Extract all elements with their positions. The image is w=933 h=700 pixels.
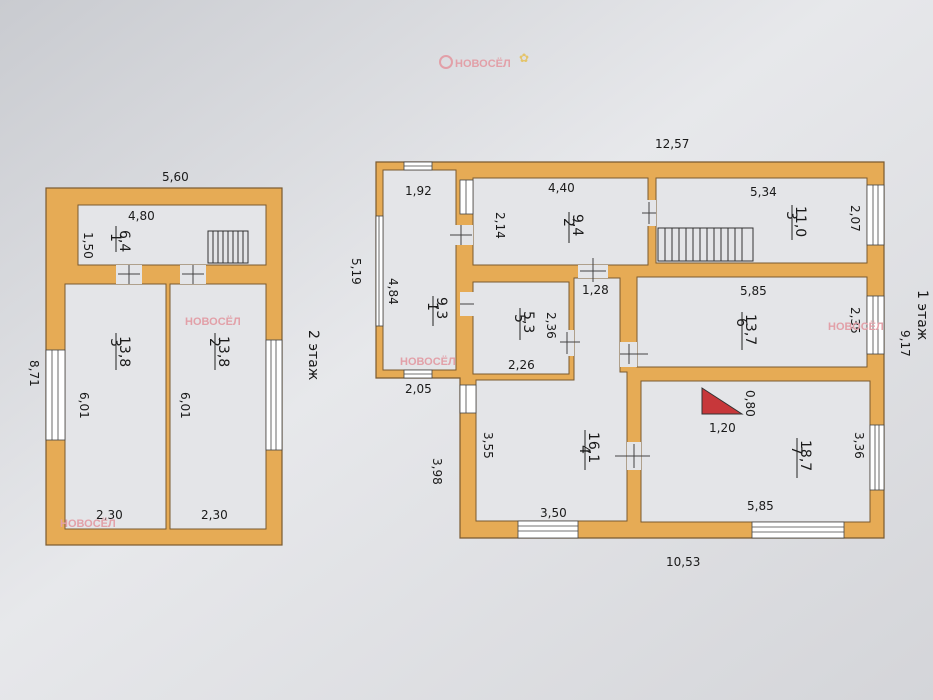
- svg-text:НОВОСЁЛ: НОВОСЁЛ: [400, 355, 456, 368]
- floor2-room1-width: 4,80: [128, 209, 155, 223]
- floor1-room1-num: 1: [424, 302, 440, 311]
- svg-text:НОВОСЁЛ: НОВОСЁЛ: [60, 517, 116, 530]
- floor1-height-left-lower: 3,98: [430, 458, 444, 485]
- svg-text:НОВОСЁЛ: НОВОСЁЛ: [185, 315, 241, 328]
- floor1-room4-num: 4: [576, 445, 592, 454]
- floor2-window-right: [265, 339, 283, 451]
- floor1-room1-dim-b: 4,84: [386, 278, 400, 305]
- floor1-room5-area: 5,3: [520, 311, 536, 333]
- floor1-window-room6: [866, 295, 885, 355]
- floor2-room3-width: 2,30: [96, 508, 123, 522]
- floor1-room2-dim-a: 4,40: [548, 181, 575, 195]
- floor1-room5-dim-c: 1,28: [582, 283, 609, 297]
- floor1-window-room7-bottom: [751, 521, 845, 539]
- floor2-room1-area: 6,4: [116, 230, 132, 252]
- floor2-room1-num: 1: [107, 233, 123, 242]
- floor2-room2-num: 2: [206, 338, 222, 347]
- floor1-room3-area: 11,0: [792, 206, 808, 237]
- watermark-floor2: НОВОСЁЛ НОВОСЁЛ: [60, 315, 241, 530]
- floor1-room5-num: 5: [511, 314, 527, 323]
- triangle-dim-b: 1,20: [709, 421, 736, 435]
- triangle-marker: [701, 387, 744, 415]
- floor1-height-right: 9,17: [898, 330, 912, 357]
- floor1-room-7: [640, 380, 871, 523]
- svg-text:НОВОСЁЛ: НОВОСЁЛ: [455, 57, 511, 70]
- floor1-room3-num: 3: [783, 211, 799, 220]
- watermark-floor1: НОВОСЁЛ НОВОСЁЛ: [400, 320, 884, 368]
- floor2-stairs-icon: [207, 230, 249, 264]
- floor2-room3-num: 3: [107, 338, 123, 347]
- floor2-room3-length: 6,01: [77, 392, 91, 419]
- floor1-room4-area: 16,1: [585, 432, 601, 463]
- floor1-width-top: 12,57: [655, 137, 689, 151]
- floor1-room-6: [636, 276, 868, 368]
- floor1-room1-dim-c: 2,05: [405, 382, 432, 396]
- svg-text:✿: ✿: [519, 51, 529, 65]
- floor2-room-3: [64, 283, 167, 530]
- floor1-room3-dim-a: 5,34: [750, 185, 777, 199]
- floor1-window-room2: [459, 179, 474, 215]
- floor1-room6-num: 6: [733, 318, 749, 327]
- floor2-overall-width: 5,60: [162, 170, 189, 184]
- floor1-room2-dim-b: 2,14: [493, 212, 507, 239]
- floor2-room3-area: 13,8: [116, 336, 132, 367]
- floor1-room7-num: 7: [788, 446, 804, 455]
- floor1-window-room4-left: [459, 384, 477, 414]
- floor1-room4-dim-b: 3,50: [540, 506, 567, 520]
- floor1-room1-dim-a: 1,92: [405, 184, 432, 198]
- floor2-window-left: [45, 349, 66, 441]
- floor1-room5-dim-b: 2,26: [508, 358, 535, 372]
- floor1-room1-area: 9,3: [433, 297, 449, 319]
- floor1-window-room3: [866, 184, 885, 246]
- floor1-room-1: [382, 169, 457, 371]
- floor1-room2-num: 2: [560, 218, 576, 227]
- floor1-window-room1-top: [403, 161, 433, 171]
- floor1-room3-dim-b: 2,07: [848, 205, 862, 232]
- floor2-room2-area: 13,8: [215, 336, 231, 367]
- floor1-plan: 12,57 10,53 5,19 3,98 9,17 1 этаж 1,92 4…: [349, 137, 930, 569]
- floor1-window-room7-right: [869, 424, 885, 491]
- floor1-window-room1-left: [375, 215, 384, 327]
- floor1-room2-area: 9,4: [569, 214, 585, 236]
- floor2-label: 2 этаж: [305, 330, 321, 381]
- floor2-overall-depth: 8,71: [27, 360, 41, 387]
- triangle-dim-a: 0,80: [743, 390, 757, 417]
- floor2-room2-length: 6,01: [178, 392, 192, 419]
- floor2-room2-width: 2,30: [201, 508, 228, 522]
- floor2-plan: 5,60 8,71 4,80 1,50 1 6,4 3 13,8 6,01 2,…: [27, 170, 321, 546]
- floor2-room1-depth: 1,50: [81, 232, 95, 259]
- svg-text:НОВОСЁЛ: НОВОСЁЛ: [828, 320, 884, 333]
- floor1-height-left-upper: 5,19: [349, 258, 363, 285]
- floor1-room6-dim-a: 5,85: [740, 284, 767, 298]
- floor1-room7-area: 18,7: [797, 440, 813, 471]
- floor1-room7-dim-b: 3,36: [852, 432, 866, 459]
- floor1-room5-dim-a: 2,36: [544, 312, 558, 339]
- floor1-room7-dim-a: 5,85: [747, 499, 774, 513]
- floor1-width-bottom: 10,53: [666, 555, 700, 569]
- watermark-top: НОВОСЁЛ ✿: [439, 51, 529, 70]
- floor1-stairs-icon: [657, 227, 754, 262]
- floor1-room4-dim-a: 3,55: [481, 432, 495, 459]
- floor1-window-room1-bottom: [403, 369, 433, 379]
- floor2-room-1: [77, 204, 267, 266]
- floor1-room6-area: 13,7: [742, 314, 758, 345]
- floor1-room6-dim-b: 2,35: [848, 307, 862, 334]
- floor1-room-5: [472, 281, 570, 375]
- floor1-room-2: [472, 177, 649, 266]
- floor1-room-3: [655, 177, 868, 264]
- floor1-window-room4-bottom: [517, 520, 579, 539]
- floor1-label: 1 этаж: [914, 290, 930, 341]
